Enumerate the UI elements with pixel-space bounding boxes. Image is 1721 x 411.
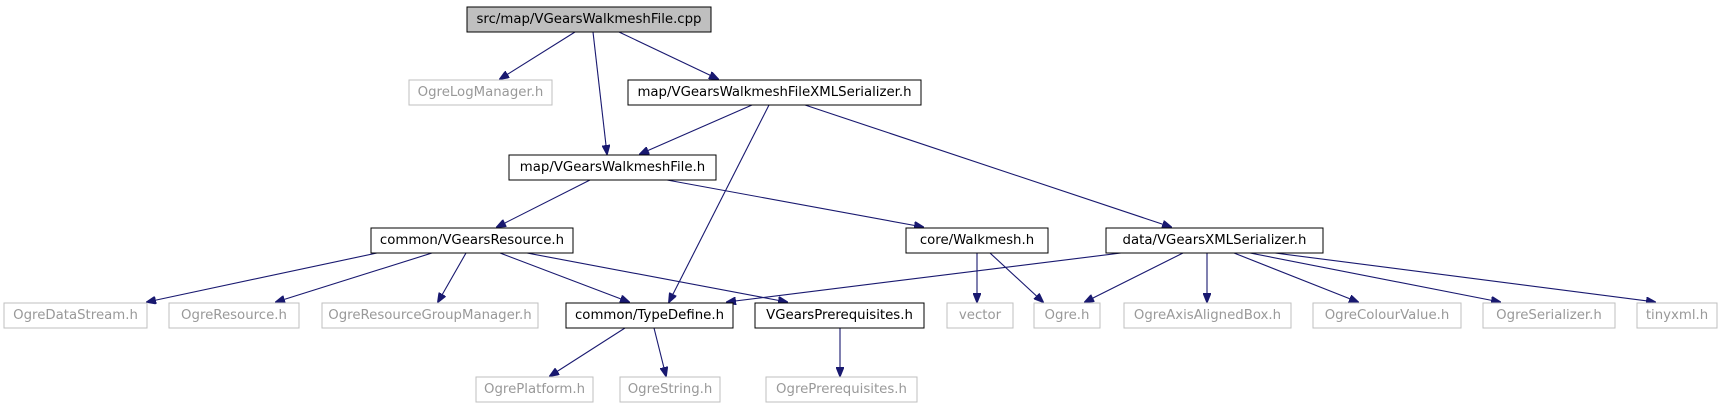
node-box (168, 302, 300, 329)
node-box (466, 6, 712, 33)
node-box (508, 154, 717, 181)
edge-root-wmf (592, 31, 607, 154)
node-label: data/VGearsXMLSerializer.h (1123, 233, 1307, 248)
node-box (3, 302, 148, 329)
edge-walk-ogre (989, 252, 1043, 302)
edge-xmls-wmf (640, 104, 753, 154)
edge-dxml-ocv (1233, 252, 1358, 302)
node-box (1482, 302, 1616, 329)
node-ores[interactable]: OgreResource.h (168, 302, 300, 329)
edge-res-orgm (438, 252, 467, 302)
node-label: OgreResourceGroupManager.h (328, 308, 531, 323)
node-ods[interactable]: OgreDataStream.h (3, 302, 148, 329)
node-label: OgreString.h (628, 382, 713, 397)
node-ogre[interactable]: Ogre.h (1033, 302, 1101, 329)
node-oaab[interactable]: OgreAxisAlignedBox.h (1123, 302, 1292, 329)
node-label: src/map/VGearsWalkmeshFile.cpp (476, 12, 701, 27)
node-box (1105, 227, 1324, 254)
edge-res-ods (147, 252, 378, 302)
node-dxml[interactable]: data/VGearsXMLSerializer.h (1105, 227, 1324, 254)
edge-td-oplat (550, 327, 626, 376)
node-box (1123, 302, 1292, 329)
edge-root-xmls (618, 31, 718, 79)
node-orgm[interactable]: OgreResourceGroupManager.h (321, 302, 539, 329)
edge-dxml-txml (1274, 252, 1655, 302)
node-label: OgreColourValue.h (1325, 308, 1450, 323)
node-label: VGearsPrerequisites.h (766, 308, 913, 323)
edge-td-ostr (653, 327, 666, 376)
node-oplat[interactable]: OgrePlatform.h (475, 376, 594, 403)
node-box (475, 376, 594, 403)
node-td[interactable]: common/TypeDefine.h (565, 302, 734, 329)
node-oser[interactable]: OgreSerializer.h (1482, 302, 1616, 329)
edges-layer (147, 31, 1655, 376)
node-vec[interactable]: vector (946, 302, 1014, 329)
node-label: OgreResource.h (181, 308, 287, 323)
node-label: core/Walkmesh.h (920, 233, 1034, 248)
node-box (905, 227, 1049, 254)
node-box (370, 227, 574, 254)
node-label: OgreAxisAlignedBox.h (1134, 308, 1281, 323)
node-label: OgreSerializer.h (1496, 308, 1602, 323)
node-box (765, 376, 918, 403)
node-box (619, 376, 721, 403)
edge-wmf-res (497, 179, 591, 227)
node-box (754, 302, 925, 329)
edge-res-vgp (526, 252, 787, 302)
node-label: OgreLogManager.h (418, 85, 544, 100)
node-label: common/VGearsResource.h (380, 233, 564, 248)
edge-dxml-td (727, 252, 1122, 302)
node-label: OgrePrerequisites.h (776, 382, 907, 397)
edge-res-td (499, 252, 629, 302)
node-wmf[interactable]: map/VGearsWalkmeshFile.h (508, 154, 717, 181)
edge-dxml-oser (1249, 252, 1500, 302)
node-olm[interactable]: OgreLogManager.h (408, 79, 553, 106)
node-label: vector (959, 308, 1002, 323)
edge-res-ores (276, 252, 433, 302)
node-box (1636, 302, 1718, 329)
node-box (627, 79, 922, 106)
node-vgp[interactable]: VGearsPrerequisites.h (754, 302, 925, 329)
edge-root-olm (500, 31, 576, 79)
node-label: OgrePlatform.h (484, 382, 585, 397)
node-label: Ogre.h (1045, 308, 1090, 323)
node-box (1033, 302, 1101, 329)
node-label: OgreDataStream.h (13, 308, 138, 323)
edge-dxml-ogre (1085, 252, 1184, 302)
edge-xmls-dxml (804, 104, 1171, 227)
node-label: common/TypeDefine.h (575, 308, 724, 323)
node-label: tinyxml.h (1646, 308, 1708, 323)
node-txml[interactable]: tinyxml.h (1636, 302, 1718, 329)
node-opre[interactable]: OgrePrerequisites.h (765, 376, 918, 403)
node-ocv[interactable]: OgreColourValue.h (1312, 302, 1462, 329)
node-label: map/VGearsWalkmeshFileXMLSerializer.h (637, 85, 911, 100)
edge-xmls-td (669, 104, 770, 302)
node-box (321, 302, 539, 329)
node-root[interactable]: src/map/VGearsWalkmeshFile.cpp (466, 6, 712, 33)
node-label: map/VGearsWalkmeshFile.h (520, 160, 705, 175)
node-box (946, 302, 1014, 329)
nodes-layer: src/map/VGearsWalkmeshFile.cppOgreLogMan… (3, 6, 1718, 403)
node-box (1312, 302, 1462, 329)
node-walk[interactable]: core/Walkmesh.h (905, 227, 1049, 254)
edge-wmf-walk (666, 179, 923, 227)
node-ostr[interactable]: OgreString.h (619, 376, 721, 403)
node-box (565, 302, 734, 329)
node-box (408, 79, 553, 106)
node-xmls[interactable]: map/VGearsWalkmeshFileXMLSerializer.h (627, 79, 922, 106)
node-res[interactable]: common/VGearsResource.h (370, 227, 574, 254)
